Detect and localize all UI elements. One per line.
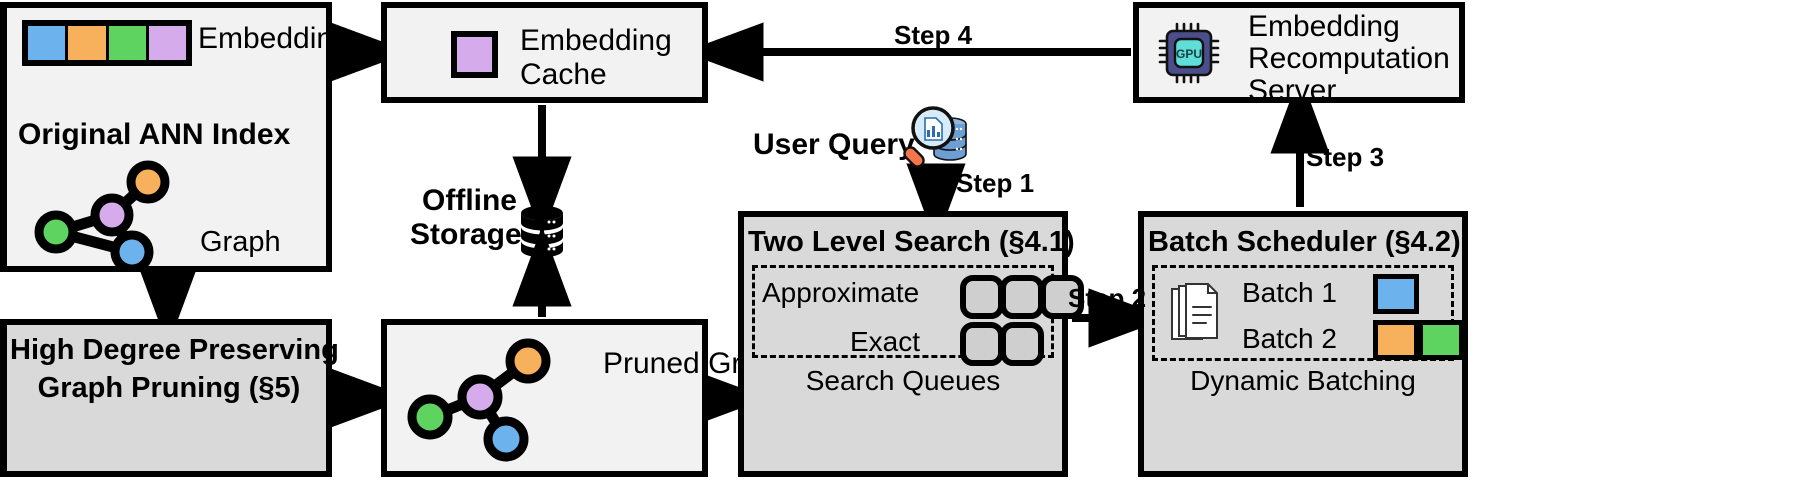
offline-storage-line1: Offline — [422, 184, 517, 217]
queue-row-label-approximate: Approximate — [762, 277, 920, 308]
search-queues-footer: Search Queues — [805, 365, 1001, 396]
queue-row-label-exact: Exact — [850, 326, 921, 357]
embedding-strip — [22, 20, 192, 66]
exact-queue-slot[interactable] — [1000, 322, 1044, 366]
embedding-cell-blue — [28, 26, 69, 60]
offline-storage-line2: Storage — [410, 218, 522, 251]
approximate-queue-slot[interactable] — [1040, 275, 1084, 319]
gpu-chip-icon: GPU — [1158, 22, 1220, 84]
embedding-cache-line2: Cache — [520, 58, 607, 91]
batch-scheduler-title: Batch Scheduler (§4.2) — [1148, 226, 1461, 258]
approximate-queue-slot[interactable] — [960, 275, 1004, 319]
embedding-cache-swatch — [451, 31, 498, 78]
exact-queue-slot[interactable] — [960, 322, 1004, 366]
batch-2-chip-orange — [1373, 320, 1419, 360]
step-2-label: Step 2 — [1068, 283, 1147, 313]
graph-pruning-box — [0, 319, 332, 477]
recomputation-server-line2: Recomputation — [1248, 42, 1450, 75]
embedding-cell-green — [108, 26, 149, 60]
database-icon — [521, 205, 563, 257]
embedding-label: Embedding — [198, 22, 350, 55]
batch-1-label: Batch 1 — [1242, 277, 1337, 308]
graph-label: Graph — [200, 226, 281, 258]
dynamic-batching-footer: Dynamic Batching — [1190, 365, 1416, 396]
user-query-label: User Query — [753, 128, 915, 161]
step-1-label: Step 1 — [956, 168, 1035, 198]
gpu-icon-text: GPU — [1176, 47, 1202, 61]
batch-2-label: Batch 2 — [1242, 323, 1337, 354]
ann-graph-icon — [34, 160, 170, 270]
two-level-search-title: Two Level Search (§4.1) — [748, 226, 1075, 258]
query-search-database-icon — [903, 106, 967, 168]
graph-pruning-line2: Graph Pruning (§5) — [37, 372, 301, 404]
embedding-cache-line1: Embedding — [520, 24, 672, 57]
embedding-cell-purple — [148, 26, 186, 60]
batch-2-chip-green — [1418, 320, 1464, 360]
recomputation-server-line3: Server — [1248, 74, 1337, 107]
recomputation-server-line1: Embedding — [1248, 10, 1400, 43]
batch-1-chip-blue — [1373, 274, 1419, 314]
pruned-graph-icon — [407, 338, 551, 462]
embedding-cell-orange — [68, 26, 109, 60]
original-ann-index-title: Original ANN Index — [18, 118, 291, 151]
dynamic-batching-dashed-region — [1152, 265, 1454, 361]
approximate-queue-slot[interactable] — [1000, 275, 1044, 319]
step-4-label: Step 4 — [894, 20, 973, 50]
step-3-label: Step 3 — [1306, 142, 1385, 172]
documents-icon — [1171, 283, 1218, 340]
graph-pruning-line1: High Degree Preserving — [10, 334, 339, 366]
embedding-cache-box — [381, 2, 708, 103]
